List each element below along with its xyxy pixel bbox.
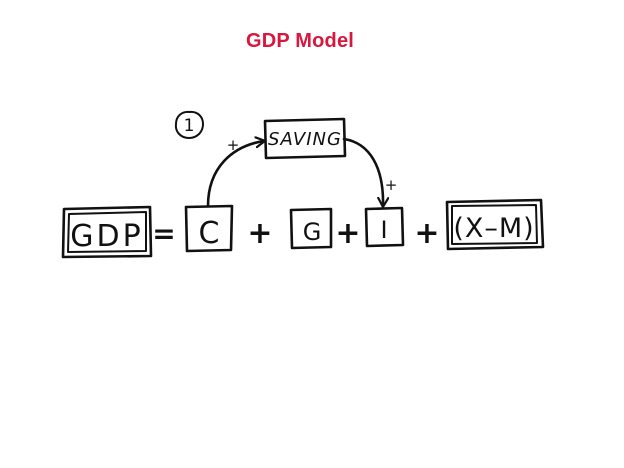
plus-sign-2: + — [335, 216, 360, 251]
net-exports-label: (X–M) — [453, 213, 534, 244]
arrow-saving-to-i: + — [342, 137, 398, 206]
net-exports-box-outer — [445, 198, 545, 251]
g-label: G — [303, 218, 322, 246]
gdp-box-inner — [67, 211, 147, 253]
loop-number-label: 1 — [184, 116, 195, 136]
arrow-c-to-saving-sign: + — [227, 136, 240, 154]
i-node: I — [364, 206, 405, 248]
plus-sign-3: + — [414, 216, 439, 251]
loop-number-circle — [174, 110, 204, 139]
gdp-box-outer — [61, 205, 153, 259]
gdp-label: GDP — [70, 219, 143, 254]
equals-sign: = — [152, 217, 175, 250]
plus-sign-1: + — [247, 216, 272, 251]
loop-number-badge: 1 — [174, 110, 204, 139]
arrow-saving-to-i-sign: + — [385, 176, 398, 194]
c-box-border — [184, 204, 234, 253]
arrow-saving-to-i-line — [342, 137, 383, 206]
i-box-border — [364, 206, 405, 248]
saving-label: SAVING — [268, 129, 342, 150]
diagram-title: GDP Model — [245, 30, 355, 52]
g-box-border — [289, 207, 333, 250]
net-exports-node: (X–M) — [445, 198, 545, 251]
net-exports-box-inner — [451, 204, 538, 245]
i-label: I — [380, 216, 387, 244]
arrow-c-to-saving: + — [206, 136, 264, 208]
saving-node: SAVING — [263, 117, 347, 160]
gdp-node: GDP — [61, 205, 153, 259]
c-node: C — [184, 204, 234, 253]
g-node: G — [289, 207, 333, 250]
arrow-c-to-saving-line — [206, 141, 264, 208]
c-label: C — [199, 216, 220, 251]
